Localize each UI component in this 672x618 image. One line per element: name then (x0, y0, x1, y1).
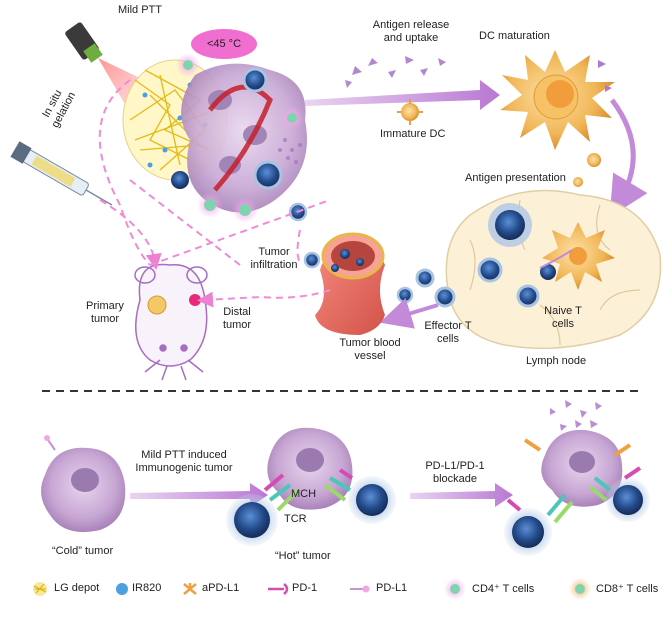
antigen-fragments (345, 56, 446, 88)
label-tcr: TCR (284, 513, 307, 525)
ir820-icon (116, 583, 128, 595)
label-antigen-release: Antigen release and uptake (372, 19, 450, 44)
temperature-badge (191, 29, 257, 59)
label-effector-t-cells: Effector T cells (424, 320, 472, 345)
blood-vessel-red (208, 84, 273, 192)
mature-dc (500, 50, 615, 150)
label-antigen-presentation: Antigen presentation (465, 172, 566, 184)
label-cold-tumor: “Cold” tumor (52, 545, 114, 557)
arrow-cold-to-hot (130, 483, 268, 507)
arrow-dc-to-lymph (609, 98, 648, 218)
arrow-to-dc (305, 80, 500, 110)
label-dc-maturation: DC maturation (479, 30, 550, 42)
syringe (10, 141, 113, 206)
label-tumor-blood-vessel: Tumor blood vessel (339, 337, 401, 362)
distal-tumor-dot (189, 294, 201, 306)
label-lymph-node: Lymph node (526, 355, 587, 367)
legend-label-cd8: CD8⁺ T cells (596, 583, 659, 595)
label-temperature: <45 °C (206, 38, 242, 50)
tumor-mass (171, 53, 307, 223)
blockade-tumor-cell (541, 429, 623, 507)
arrow-blockade (410, 483, 513, 507)
pdl1-icon (350, 585, 370, 593)
cd4-icon (444, 578, 466, 600)
blockade-tcell-right (606, 478, 650, 522)
legend-label-ir820: IR820 (132, 582, 162, 594)
arrow-effector-to-vessel (379, 298, 439, 329)
dc-antigens (598, 60, 612, 92)
mouse-illustration (134, 263, 208, 381)
migrating-dc (573, 153, 601, 187)
cd8-icon (569, 578, 591, 600)
dashed-flows (98, 79, 331, 308)
label-hot-tumor: “Hot” tumor (275, 550, 331, 562)
label-mch: MCH (291, 488, 317, 500)
blockade-receptors (506, 438, 642, 524)
label-tumor-infiltration: Tumor infiltration (250, 246, 298, 271)
legend-label-lg-depot: LG depot (54, 582, 100, 594)
pd1-icon (268, 583, 289, 595)
legend-label-pd1: PD-1 (292, 582, 318, 594)
cold-tumor-cell (41, 435, 126, 533)
legend-label-pdl1: PD-L1 (376, 582, 408, 594)
hot-tcell-right (348, 476, 396, 524)
hot-tcell-left (226, 494, 278, 546)
effector-t-cells (396, 268, 456, 308)
blockade-tcell-left (504, 508, 552, 556)
label-primary-tumor: Primary tumor (86, 300, 124, 325)
label-distal-tumor: Distal tumor (222, 306, 252, 331)
hot-receptors (263, 468, 354, 512)
tumor-debris (550, 400, 602, 431)
label-naive-t-cells: Naive T cells (544, 305, 582, 330)
primary-tumor-dot (147, 295, 167, 315)
legend-label-cd4: CD4⁺ T cells (472, 583, 535, 595)
label-blockade: PD-L1/PD-1 blockade (425, 460, 485, 485)
immature-dc (397, 99, 423, 125)
label-mild-ptt-induced: Mild PTT induced Immunogenic tumor (135, 449, 233, 474)
label-mild-ptt: Mild PTT (118, 4, 162, 16)
lymph-node (445, 189, 662, 350)
label-immature-dc: Immature DC (380, 128, 446, 140)
apdl1-icon (183, 583, 197, 595)
lg-depot-icon (33, 582, 47, 596)
legend-icons (33, 578, 591, 600)
tumor-blood-vessel (315, 232, 385, 335)
legend-label-apdl1: aPD-L1 (202, 582, 240, 594)
